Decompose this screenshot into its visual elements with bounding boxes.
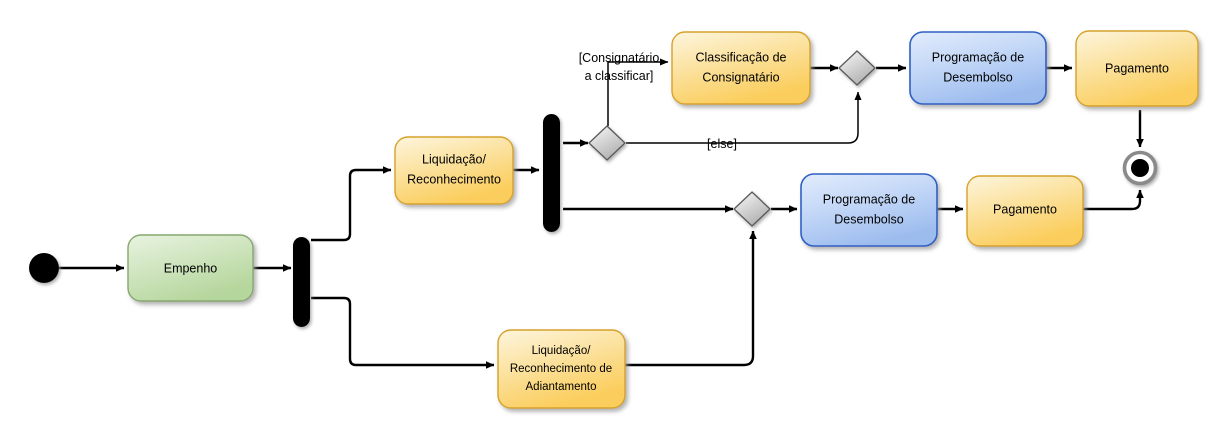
guard-consignatario-line1: [Consignatário <box>579 51 660 65</box>
edge-fork-to-adiantamento <box>311 296 495 369</box>
activity-liquidacao-adiantamento[interactable] <box>497 329 626 409</box>
fork-bar-right <box>543 114 560 232</box>
activity-liquidacao-adiantamento-line3: Adiantamento <box>526 381 597 393</box>
edge-adiantamento-to-merge-bottom <box>625 230 757 367</box>
activity-classificacao-consignatario[interactable] <box>671 31 811 105</box>
activity-pagamento-top[interactable] <box>1075 30 1199 107</box>
edge-fork-to-liquidacao <box>311 166 392 242</box>
activity-programacao-desembolso-top-line2: Desembolso <box>943 70 1013 84</box>
decision-diamond-consignatario[interactable] <box>588 125 626 161</box>
activity-pagamento-bottom[interactable] <box>966 175 1084 247</box>
activity-programacao-desembolso-top-line1: Programação de <box>932 50 1024 64</box>
activity-liquidacao-reconhecimento[interactable] <box>394 136 514 205</box>
fork-bar-left <box>293 237 310 327</box>
merge-diamond-top[interactable] <box>838 50 876 86</box>
activity-liquidacao-reconhecimento-line1: Liquidação/ <box>422 152 486 166</box>
activity-pagamento-bottom-label: Pagamento <box>993 202 1057 216</box>
activity-liquidacao-adiantamento-line2: Reconhecimento de <box>510 363 612 375</box>
final-node <box>1122 150 1158 186</box>
activity-programacao-desembolso-bottom[interactable] <box>800 173 938 247</box>
edge-else-to-merge <box>626 91 862 144</box>
guard-consignatario-line2: a classificar] <box>585 69 654 83</box>
activity-pagamento-top-label: Pagamento <box>1105 61 1169 75</box>
initial-node <box>29 253 59 283</box>
guard-else-label: [else] <box>707 137 737 151</box>
activity-liquidacao-adiantamento-line1: Liquidação/ <box>532 345 592 357</box>
activity-classificacao-consignatario-line2: Consignatário <box>702 70 779 84</box>
activity-programacao-desembolso-top[interactable] <box>909 31 1047 105</box>
edge-pagamento-bottom-to-end <box>1083 189 1144 211</box>
activity-liquidacao-reconhecimento-line2: Reconhecimento <box>407 172 501 186</box>
activity-programacao-desembolso-bottom-line1: Programação de <box>823 192 915 206</box>
activity-programacao-desembolso-bottom-line2: Desembolso <box>834 212 904 226</box>
activity-empenho[interactable] <box>127 234 254 302</box>
activity-empenho-label: Empenho <box>164 261 218 275</box>
merge-diamond-bottom[interactable] <box>733 191 771 227</box>
edge-decision-to-classificacao <box>607 58 669 126</box>
activity-classificacao-consignatario-line1: Classificação de <box>695 50 786 64</box>
